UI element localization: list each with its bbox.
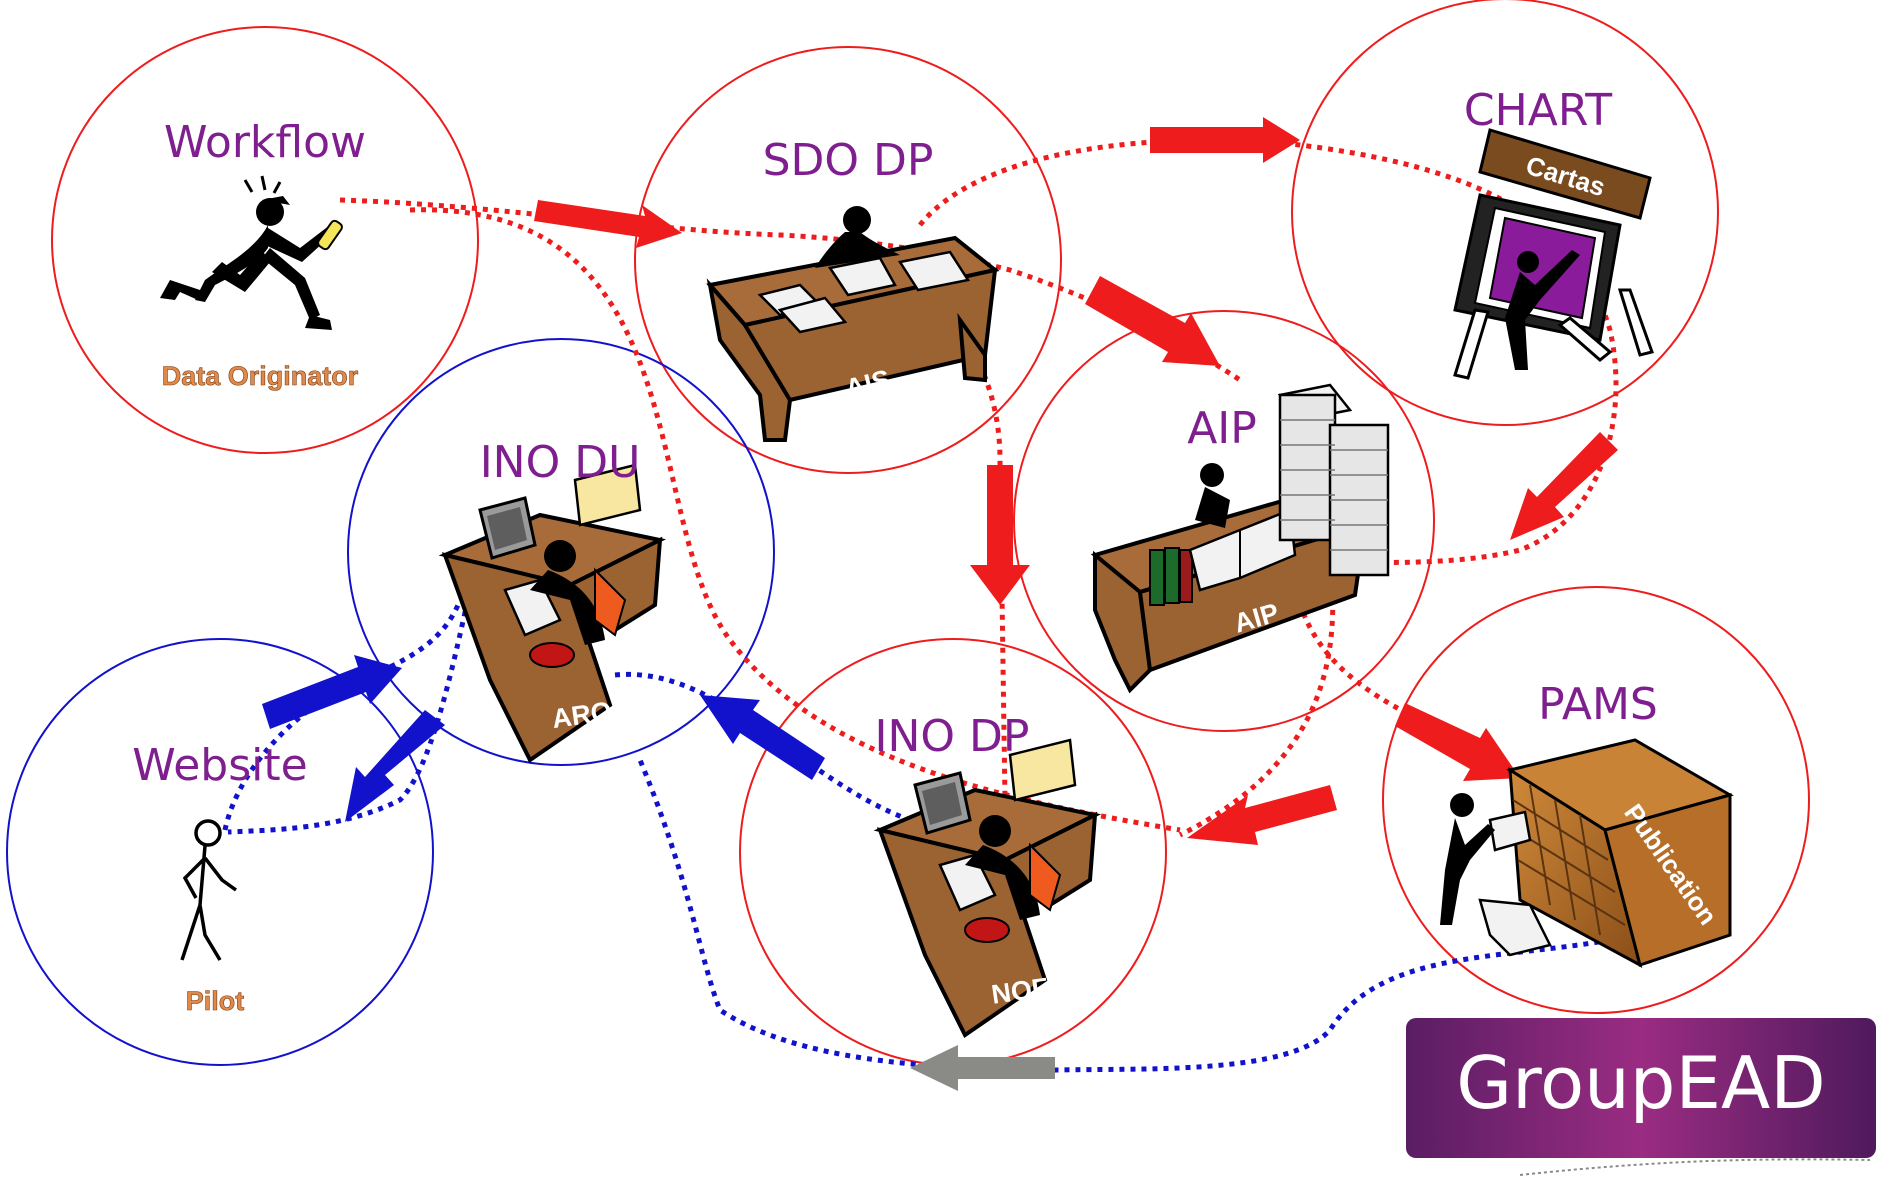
ino-du-title: INO DU bbox=[480, 437, 641, 488]
arrow-inodp-to-inodu bbox=[700, 695, 825, 780]
chart-circle bbox=[1291, 0, 1719, 426]
website-title: Website bbox=[132, 740, 307, 791]
arrow-sdo-to-chart bbox=[1150, 117, 1300, 163]
cartas-sign-label: Cartas bbox=[1522, 150, 1608, 202]
pams-title: PAMS bbox=[1538, 679, 1658, 730]
arrow-website-to-inodu bbox=[262, 655, 402, 729]
chart-easel-icon bbox=[1453, 128, 1654, 380]
arrow-sdo-to-aip bbox=[1085, 276, 1220, 366]
aro-desk-label: ARO bbox=[550, 696, 614, 734]
logo-text: GroupEAD bbox=[1456, 1041, 1825, 1125]
aro-desk-icon bbox=[438, 463, 667, 763]
pilot-label: Pilot bbox=[186, 986, 245, 1016]
publication-shelf-label: Publication bbox=[1618, 798, 1723, 930]
arrow-workflow-to-sdo bbox=[534, 200, 682, 248]
ino-du-circle bbox=[347, 338, 775, 766]
arrow-pams-to-inodp bbox=[1187, 785, 1337, 845]
workflow-title: Workflow bbox=[164, 117, 366, 168]
arrow-inodu-to-website bbox=[345, 710, 445, 822]
nof-desk-label: NOF bbox=[990, 972, 1051, 1010]
ais-desk-icon bbox=[706, 206, 1000, 442]
flow-line-inodu-website bbox=[227, 589, 473, 835]
sdo-dp-circle bbox=[634, 46, 1062, 474]
arrow-sdo-to-inodp bbox=[970, 465, 1030, 605]
arrow-aip-to-pams bbox=[1395, 703, 1520, 781]
data-originator-label: Data Originator bbox=[162, 361, 359, 391]
ais-desk-label: AIS bbox=[842, 364, 893, 404]
flow-line-workflow-sdo bbox=[339, 197, 1242, 383]
aip-circle bbox=[1013, 310, 1435, 732]
pilot-stick-figure-icon bbox=[180, 819, 238, 961]
aip-desk-label: AIP bbox=[1231, 597, 1283, 638]
website-circle bbox=[6, 638, 434, 1066]
sdo-dp-title: SDO DP bbox=[763, 135, 934, 186]
nof-desk-icon bbox=[873, 738, 1102, 1038]
arrow-pams-to-inodp-gray bbox=[910, 1045, 1055, 1091]
groupead-logo bbox=[1406, 1018, 1876, 1176]
workflow-circle bbox=[51, 26, 479, 454]
chart-title: CHART bbox=[1464, 85, 1612, 136]
running-person-icon bbox=[160, 175, 343, 330]
aip-title: AIP bbox=[1187, 403, 1257, 454]
pams-circle bbox=[1382, 586, 1810, 1014]
ino-dp-title: INO DP bbox=[875, 711, 1030, 762]
publication-shelf-icon bbox=[1440, 738, 1734, 968]
flow-line-pams-inodp bbox=[637, 759, 1611, 1073]
arrow-chart-to-aip bbox=[1510, 432, 1618, 540]
aip-desk-icon bbox=[1090, 383, 1390, 694]
